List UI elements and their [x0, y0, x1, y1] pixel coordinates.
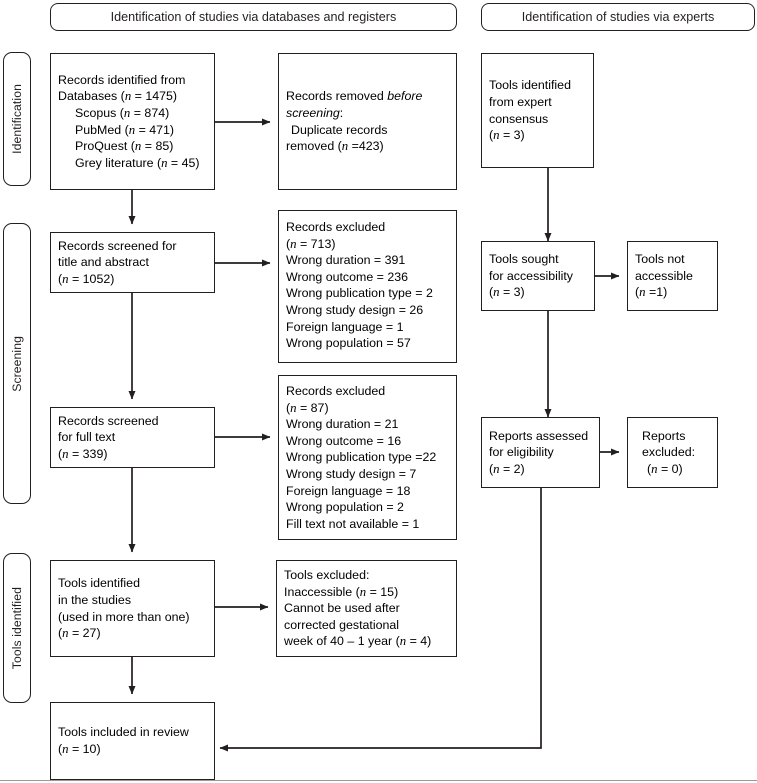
reports-assessed-line1: Reports assessed [489, 428, 589, 443]
tools-not-accessible-line2: accessible [635, 268, 693, 283]
excluded-fulltext-count: (n = 87) [286, 400, 329, 415]
reports-assessed-count: (n = 2) [489, 461, 525, 476]
side-label-identification-text: Identification [10, 84, 24, 154]
box-records-removed: Records removed before screening: Duplic… [278, 53, 457, 190]
header-databases-registers: Identification of studies via databases … [50, 3, 457, 31]
side-label-screening-text: Screening [10, 335, 24, 392]
tools-excluded-line4: corrected gestational [284, 617, 400, 632]
tools-included-count: (n = 10) [58, 742, 101, 756]
excluded-fulltext-reason: Foreign language = 18 [286, 483, 411, 498]
screened-title-line1: Records screened for [58, 238, 177, 253]
excluded-fulltext-reason: Wrong study design = 7 [286, 466, 417, 481]
box-reports-assessed-eligibility: Reports assessed for eligibility (n = 2) [481, 417, 600, 488]
excluded-fulltext-reason: Wrong outcome = 16 [286, 433, 402, 448]
screened-fulltext-line2: for full text [58, 430, 116, 445]
excluded-fulltext-reason: Wrong population = 2 [286, 500, 404, 515]
header-experts: Identification of studies via experts [481, 3, 755, 31]
records-removed-line2: screening: [286, 105, 344, 120]
records-removed-line4: removed (n =423) [286, 139, 384, 154]
records-identified-grey: Grey literature (n = 45) [75, 155, 200, 170]
excluded-title-reason: Foreign language = 1 [286, 319, 404, 334]
side-label-identification: Identification [3, 52, 31, 186]
box-records-excluded-title: Records excluded (n = 713) Wrong duratio… [278, 210, 457, 363]
expert-consensus-line1: Tools identified [489, 78, 571, 93]
tools-excluded-line1: Tools excluded: [284, 568, 370, 583]
records-removed-line3: Duplicate records [291, 122, 388, 137]
tools-in-studies-line3: (used in more than one) [58, 609, 190, 624]
side-label-screening: Screening [3, 223, 31, 504]
reports-excluded-line1: Reports [642, 428, 686, 443]
screened-title-line2: title and abstract [58, 255, 149, 270]
records-identified-line2: Databases (n = 1475) [58, 89, 178, 104]
excluded-title-reason: Wrong duration = 391 [286, 253, 406, 268]
excluded-title-reason: Wrong outcome = 236 [286, 269, 409, 284]
tools-sought-line1: Tools sought [489, 252, 559, 267]
records-identified-line1: Records identified from [58, 72, 186, 87]
tools-in-studies-line1: Tools identified [58, 576, 140, 591]
expert-consensus-count: (n = 3) [489, 128, 525, 143]
excluded-title-reason: Wrong study design = 26 [286, 302, 424, 317]
excluded-title-line1: Records excluded [286, 220, 386, 234]
screened-title-count: (n = 1052) [58, 271, 115, 286]
box-records-screened-fulltext: Records screened for full text (n = 339) [50, 407, 215, 468]
records-identified-pubmed: PubMed (n = 471) [75, 122, 175, 137]
excluded-fulltext-line1: Records excluded [286, 384, 386, 398]
tools-excluded-line3: Cannot be used after [284, 601, 400, 616]
box-reports-excluded: Reports excluded: (n = 0) [627, 417, 718, 488]
header-right-label: Identification of studies via experts [521, 10, 715, 24]
box-records-excluded-fulltext: Records excluded (n = 87) Wrong duration… [278, 375, 457, 540]
tools-in-studies-line2: in the studies [58, 592, 132, 607]
box-tools-included-review: Tools included in review (n = 10) [50, 702, 215, 780]
expert-consensus-line3: consensus [489, 111, 549, 126]
records-identified-scopus: Scopus (n = 874) [75, 105, 170, 120]
tools-sought-line2: for accessibility [489, 268, 574, 283]
screened-fulltext-line1: Records screened [58, 413, 159, 428]
box-records-screened-title: Records screened for title and abstract … [50, 232, 215, 293]
tools-not-accessible-line1: Tools not [635, 252, 685, 267]
side-label-tools-identified: Tools identified [3, 553, 31, 703]
screened-fulltext-count: (n = 339) [58, 446, 108, 461]
tools-in-studies-count: (n = 27) [58, 626, 101, 641]
excluded-title-count: (n = 713) [286, 236, 336, 251]
tools-not-accessible-count: (n =1) [635, 285, 668, 300]
excluded-fulltext-reason: Wrong publication type =22 [286, 450, 437, 465]
side-label-tools-identified-text: Tools identified [10, 586, 24, 670]
bottom-divider [0, 780, 757, 781]
records-identified-proquest: ProQuest (n = 85) [75, 139, 174, 154]
excluded-title-reason: Wrong population = 57 [286, 336, 411, 351]
box-tools-sought-accessibility: Tools sought for accessibility (n = 3) [481, 241, 595, 311]
records-removed-line1: Records removed before [286, 89, 423, 104]
expert-consensus-line2: from expert [489, 94, 552, 109]
box-records-identified: Records identified from Databases (n = 1… [50, 53, 215, 190]
tools-excluded-line5: week of 40 – 1 year (n = 4) [284, 634, 432, 649]
box-tools-not-accessible: Tools not accessible (n =1) [627, 241, 718, 311]
tools-sought-count: (n = 3) [489, 285, 525, 300]
excluded-fulltext-reason: Wrong duration = 21 [286, 417, 399, 432]
box-tools-identified-studies: Tools identified in the studies (used in… [50, 560, 215, 657]
excluded-title-reason: Wrong publication type = 2 [286, 286, 433, 301]
reports-assessed-line2: for eligibility [489, 445, 554, 460]
excluded-fulltext-reason: Fill text not available = 1 [286, 516, 420, 531]
box-expert-consensus: Tools identified from expert consensus (… [481, 53, 594, 168]
reports-excluded-count: (n = 0) [647, 461, 683, 476]
tools-included-line1: Tools included in review [58, 725, 189, 740]
header-left-label: Identification of studies via databases … [110, 10, 397, 24]
box-tools-excluded: Tools excluded: Inaccessible (n = 15) Ca… [276, 560, 457, 657]
tools-excluded-inaccessible: Inaccessible (n = 15) [284, 584, 399, 599]
reports-excluded-line2: excluded: [642, 445, 696, 460]
